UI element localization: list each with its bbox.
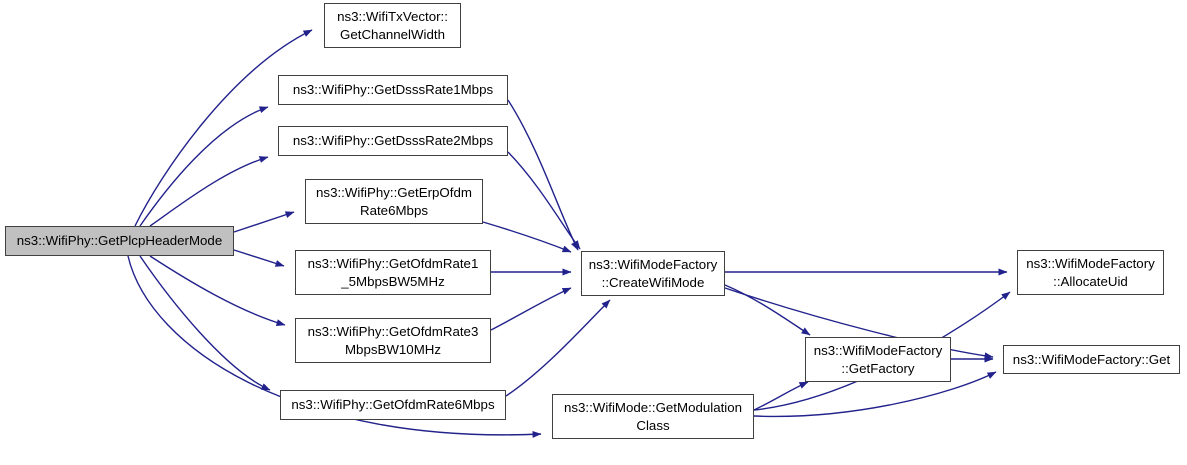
graph-edge-root-to-ofdm3bw10 bbox=[149, 255, 286, 327]
graph-edge-ofdm6-to-createwifimode bbox=[505, 299, 611, 397]
graph-node-txvector_getchannelwidth[interactable]: ns3::WifiTxVector:: GetChannelWidth bbox=[324, 3, 461, 48]
graph-edge-root-to-txvector_getchannelwidth bbox=[134, 29, 313, 227]
graph-edge-createwifimode-to-get bbox=[724, 287, 994, 360]
graph-edge-root-to-ofdm6 bbox=[139, 255, 271, 391]
graph-node-ofdm6[interactable]: ns3::WifiPhy::GetOfdmRate6Mbps bbox=[280, 390, 506, 420]
graph-edge-getmodulationclass-to-getfactory bbox=[753, 381, 809, 411]
graph-node-root[interactable]: ns3::WifiPhy::GetPlcpHeaderMode bbox=[5, 226, 234, 256]
graph-edge-root-to-dsss1 bbox=[139, 106, 269, 227]
graph-edge-root-to-dsss2 bbox=[149, 156, 269, 227]
graph-node-erpofdm6[interactable]: ns3::WifiPhy::GetErpOfdm Rate6Mbps bbox=[305, 179, 483, 224]
graph-node-dsss2[interactable]: ns3::WifiPhy::GetDsssRate2Mbps bbox=[278, 126, 508, 156]
graph-node-ofdm3bw10[interactable]: ns3::WifiPhy::GetOfdmRate3 MbpsBW10MHz bbox=[295, 318, 491, 363]
graph-edge-ofdm3bw10-to-createwifimode bbox=[490, 287, 572, 331]
graph-node-getmodulationclass[interactable]: ns3::WifiMode::GetModulation Class bbox=[552, 394, 754, 439]
graph-node-get[interactable]: ns3::WifiModeFactory::Get bbox=[1003, 345, 1180, 374]
graph-node-createwifimode[interactable]: ns3::WifiModeFactory ::CreateWifiMode bbox=[581, 251, 725, 296]
graph-edge-createwifimode-to-getfactory bbox=[724, 284, 811, 336]
graph-node-dsss1[interactable]: ns3::WifiPhy::GetDsssRate1Mbps bbox=[278, 75, 508, 105]
graph-edge-getmodulationclass-to-get bbox=[753, 371, 997, 418]
graph-edge-dsss1-to-createwifimode bbox=[507, 99, 579, 251]
graph-edge-dsss2-to-createwifimode bbox=[507, 151, 581, 250]
graph-edge-erpofdm6-to-createwifimode bbox=[482, 221, 572, 253]
graph-edge-root-to-erpofdm6 bbox=[233, 211, 295, 233]
graph-node-getfactory[interactable]: ns3::WifiModeFactory ::GetFactory bbox=[805, 337, 951, 382]
graph-edge-root-to-getmodulationclass bbox=[127, 255, 542, 438]
graph-node-allocateuid[interactable]: ns3::WifiModeFactory ::AllocateUid bbox=[1017, 250, 1164, 295]
edge-layer bbox=[127, 29, 1011, 438]
graph-node-ofdm1_5bw5[interactable]: ns3::WifiPhy::GetOfdmRate1 _5MbpsBW5MHz bbox=[295, 250, 491, 295]
graph-edge-root-to-ofdm1_5bw5 bbox=[233, 249, 285, 267]
